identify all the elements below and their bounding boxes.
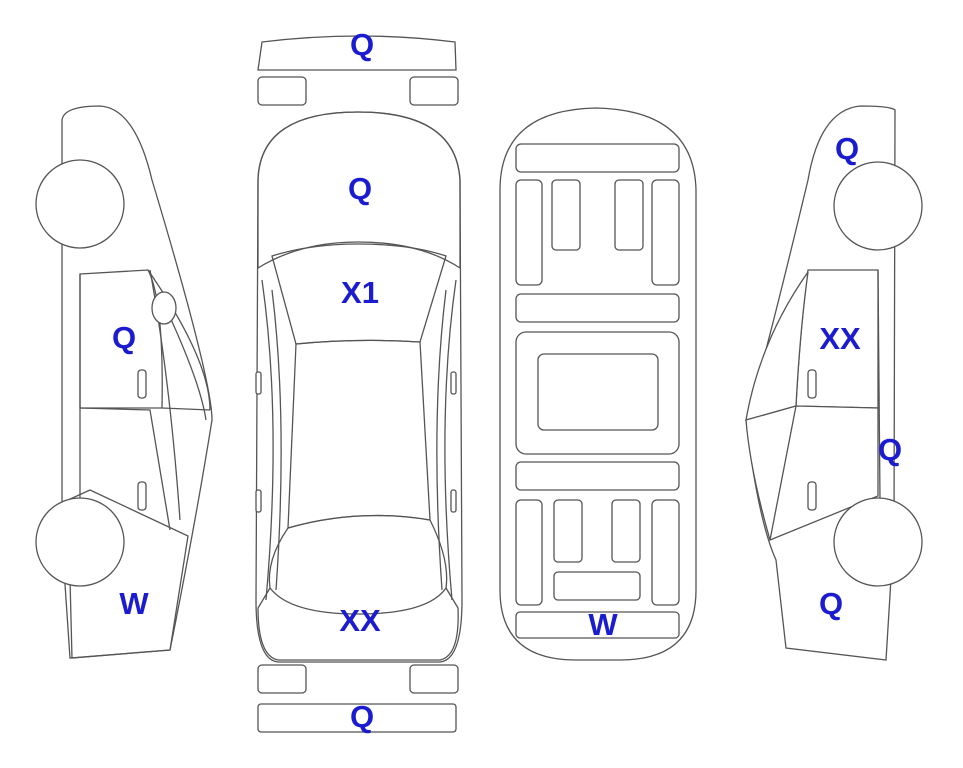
under-front-left-rail — [515, 179, 543, 286]
under-front-bar — [515, 143, 680, 173]
trunk-line — [287, 514, 448, 589]
rear-right-light — [409, 664, 459, 694]
left-front-wheel — [35, 159, 125, 249]
label-left-front-door: Q — [112, 320, 136, 355]
label-right-door-glass: XX — [819, 321, 861, 356]
trunk-line-left — [268, 527, 289, 589]
left-mirror-shape — [151, 291, 177, 325]
label-rear-bumper: Q — [350, 699, 374, 734]
under-rear-inner-right — [611, 499, 641, 563]
left-window-line — [147, 269, 211, 411]
right-side-body-panel[interactable] — [745, 105, 896, 661]
damage-labels: Q Q X1 XX Q W Q W Q XX Q Q — [112, 27, 902, 734]
right-inner-line — [436, 289, 447, 591]
right-b-pillar-line — [769, 405, 797, 541]
under-rear-right-rail — [651, 499, 680, 606]
label-right-rear-quarter: Q — [819, 586, 843, 621]
label-front-bumper: Q — [350, 27, 374, 62]
left-rear-quarter-panel[interactable] — [67, 489, 189, 659]
under-rear-bar — [515, 461, 680, 491]
under-rear-left-rail — [515, 499, 543, 606]
left-rear-handle — [255, 489, 262, 513]
left-lower-line — [79, 407, 171, 531]
right-front-wheel — [833, 161, 923, 251]
front-left-light — [257, 76, 307, 106]
rear-bumper-panel[interactable] — [257, 703, 457, 733]
hood-panel[interactable] — [257, 111, 461, 270]
left-front-door-panel[interactable] — [79, 269, 163, 409]
left-front-handle — [137, 369, 147, 399]
label-right-front-fender: Q — [835, 131, 859, 166]
label-windshield: X1 — [341, 275, 379, 310]
top-view — [255, 35, 463, 733]
right-front-handle — [807, 369, 817, 399]
right-rear-window — [745, 271, 809, 421]
right-door-line — [877, 269, 881, 501]
right-side-view — [745, 105, 923, 661]
left-body-line — [261, 279, 274, 601]
under-center-box — [537, 353, 659, 431]
under-rear-cross — [553, 571, 641, 601]
left-mirror — [255, 371, 262, 395]
left-rear-wheel — [35, 497, 125, 587]
under-front-inner-left — [551, 179, 581, 251]
right-lower-window — [745, 405, 879, 541]
under-front-inner-right — [614, 179, 644, 251]
right-rear-handle — [450, 489, 457, 513]
label-left-rear-quarter: W — [119, 586, 149, 621]
under-rear-inner-left — [553, 499, 583, 563]
left-side-view — [35, 105, 213, 659]
right-rear-handle-side — [807, 481, 817, 511]
right-mirror — [450, 371, 457, 395]
right-body-line — [444, 279, 457, 601]
under-mid-bar — [515, 293, 680, 323]
label-right-side-body: Q — [878, 432, 902, 467]
right-rear-wheel — [833, 497, 923, 587]
underbody-view — [499, 107, 697, 661]
label-rear-window: XX — [339, 603, 381, 638]
left-inner-line — [271, 289, 282, 591]
left-rear-handle-side — [137, 481, 147, 511]
label-hood: Q — [348, 171, 372, 206]
underbody-rear-panel[interactable] — [515, 611, 680, 639]
rear-left-light — [257, 664, 307, 694]
under-front-right-rail — [651, 179, 680, 286]
label-underbody-rear: W — [588, 607, 618, 642]
front-right-light — [409, 76, 459, 106]
front-bumper-panel[interactable] — [257, 35, 457, 71]
